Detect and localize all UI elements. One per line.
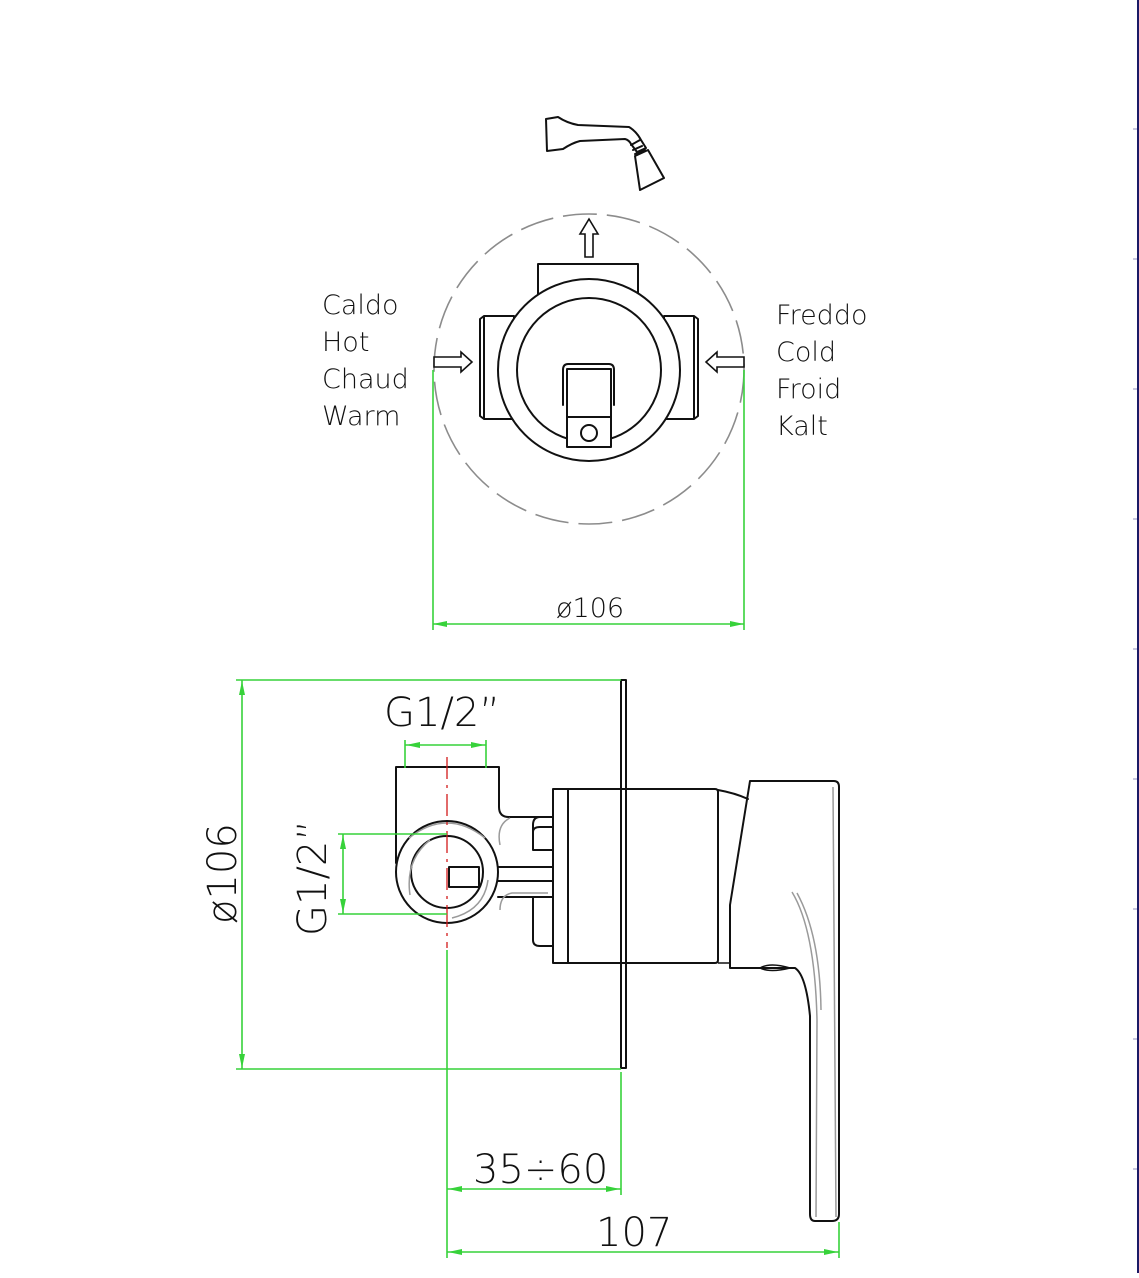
top-thread-dimension: G1/2” xyxy=(384,690,500,768)
cartridge-housing xyxy=(552,788,719,964)
shower-head-icon xyxy=(545,116,665,191)
cold-label-fr: Froid xyxy=(776,374,841,405)
page-edge-ticks xyxy=(1133,0,1137,1273)
cold-label-de: Kalt xyxy=(776,411,828,442)
hot-label-fr: Chaud xyxy=(322,364,409,395)
cold-label-en: Cold xyxy=(776,337,836,368)
top-view: Caldo Hot Chaud Warm Freddo Cold Froid K… xyxy=(322,116,867,630)
cover-plate-side xyxy=(620,679,627,1069)
side-height-dimension: ø106 xyxy=(200,679,621,1070)
side-view: ø106 G1/2” G1/2” 35÷60 xyxy=(200,679,840,1258)
arrow-right-icon xyxy=(433,350,474,374)
cold-label-it: Freddo xyxy=(776,300,867,331)
top-diameter-label: ø106 xyxy=(556,593,624,624)
cold-inlet-labels: Freddo Cold Froid Kalt xyxy=(776,300,867,442)
top-thread-label: G1/2” xyxy=(384,690,500,736)
depth-dimensions: 35÷60 107 xyxy=(446,950,840,1258)
side-thread-label: G1/2” xyxy=(290,820,336,936)
arrow-up-icon xyxy=(578,217,600,258)
side-thread-dimension: G1/2” xyxy=(290,820,447,936)
cartridge-stem xyxy=(448,866,480,888)
side-height-label: ø106 xyxy=(200,823,246,924)
arrow-left-icon xyxy=(704,350,745,374)
hot-label-en: Hot xyxy=(322,327,369,358)
total-depth-label: 107 xyxy=(596,1210,672,1256)
hot-inlet-labels: Caldo Hot Chaud Warm xyxy=(322,290,409,432)
lever-top-icon xyxy=(562,363,615,448)
cover-plate-outline xyxy=(433,213,745,525)
hot-label-it: Caldo xyxy=(322,290,399,321)
top-diameter-dimension: ø106 xyxy=(432,370,745,630)
wall-depth-label: 35÷60 xyxy=(473,1147,608,1193)
lever-handle xyxy=(717,780,840,1222)
valve-body-elbow xyxy=(395,766,553,864)
hot-label-de: Warm xyxy=(322,401,400,432)
page-edge-border xyxy=(1137,0,1139,1273)
